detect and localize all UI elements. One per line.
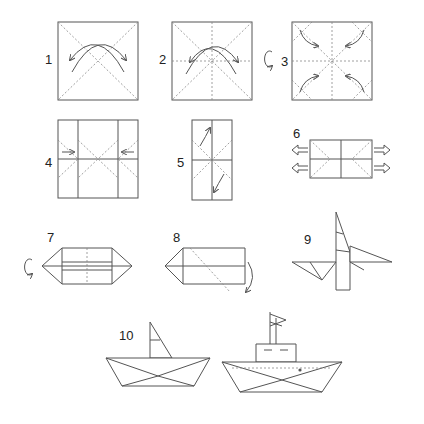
turn-over-symbol-part xyxy=(265,51,272,67)
step-1-square-part xyxy=(58,22,138,100)
step-9-sail-part xyxy=(292,262,336,280)
step-9-sail xyxy=(292,212,392,290)
step-number-holder: 1 xyxy=(44,50,53,68)
step-number-holder: 3 xyxy=(280,52,289,70)
step-1-square-part xyxy=(70,45,124,72)
step-5-folded-strip xyxy=(192,120,232,200)
step-5-folded-strip-part xyxy=(214,174,224,192)
step-8-fold-part xyxy=(190,248,230,292)
step-9-sail-part xyxy=(336,212,350,290)
step-number: 4 xyxy=(44,155,53,170)
step-number-holder: 7 xyxy=(46,228,55,246)
step-10-boat-part xyxy=(106,358,210,386)
step-6-pull-out-part xyxy=(310,140,372,178)
step-number: 8 xyxy=(172,230,181,245)
step-7-hexagon-part xyxy=(87,248,88,284)
turn-over-symbol xyxy=(25,259,32,275)
step-5-folded-strip-part xyxy=(192,120,232,200)
finished-boat-part xyxy=(270,314,286,326)
step-3-square xyxy=(292,22,372,100)
step-2-square-part xyxy=(190,49,236,74)
step-10-boat xyxy=(106,322,210,386)
step-10-boat-part xyxy=(106,358,210,386)
step-number: 1 xyxy=(44,52,53,67)
step-1-square-part xyxy=(58,22,138,100)
step-3-square-part xyxy=(300,76,318,92)
step-8-fold xyxy=(165,248,253,292)
step-5-folded-strip-part xyxy=(192,120,232,200)
step-4-square-part xyxy=(58,140,138,178)
step-5-folded-strip-part xyxy=(192,140,232,180)
step-4-square-part xyxy=(122,152,134,153)
step-number: 7 xyxy=(46,230,55,245)
step-9-sail-part xyxy=(336,232,350,252)
finished-boat-part xyxy=(298,368,301,371)
finished-boat-part xyxy=(264,350,288,351)
finished-boat-part xyxy=(256,344,296,362)
step-number-holder: 4 xyxy=(44,153,53,171)
step-3-square-part xyxy=(346,30,364,46)
step-number: 9 xyxy=(303,232,312,247)
step-6-pull-out-part xyxy=(374,163,390,173)
step-9-sail-part xyxy=(350,246,392,262)
step-4-square-part xyxy=(58,120,138,198)
step-7-hexagon-part xyxy=(42,248,132,284)
step-3-square-part xyxy=(292,22,372,100)
step-3-square-part xyxy=(292,22,372,100)
step-5-folded-strip-part xyxy=(200,128,210,146)
step-number-holder: 8 xyxy=(172,228,181,246)
step-4-square-part xyxy=(62,152,74,153)
turn-over-symbol xyxy=(265,51,272,67)
finished-boat-part xyxy=(232,368,330,369)
step-number-holder: 6 xyxy=(292,124,301,142)
step-number: 5 xyxy=(176,155,185,170)
finished-boat-part xyxy=(270,322,282,326)
step-3-square-part xyxy=(346,76,364,92)
step-10-boat-part xyxy=(150,322,172,358)
step-9-sail-part xyxy=(310,262,364,280)
step-6-pull-out xyxy=(292,140,390,178)
step-number-holder: 10 xyxy=(118,326,134,344)
step-8-fold-part xyxy=(165,248,245,284)
step-7-hexagon xyxy=(42,248,132,284)
step-2-square-part xyxy=(186,47,238,74)
step-2-square-part xyxy=(172,22,252,100)
step-2-square-part xyxy=(172,22,252,100)
step-number-holder: 2 xyxy=(158,50,167,68)
step-8-fold-part xyxy=(246,262,253,292)
step-1-square-part xyxy=(72,45,126,72)
step-3-square-part xyxy=(292,22,372,100)
step-6-pull-out-part xyxy=(310,140,372,178)
step-6-pull-out-part xyxy=(310,140,372,178)
finished-boat xyxy=(222,312,342,392)
step-6-pull-out-part xyxy=(292,145,308,155)
step-number: 2 xyxy=(158,52,167,67)
step-3-square-part xyxy=(300,30,318,46)
step-number-holder: 5 xyxy=(176,153,185,171)
step-number: 3 xyxy=(280,54,289,69)
step-6-pull-out-part xyxy=(292,163,308,173)
step-10-boat-part xyxy=(150,340,160,341)
step-4-square xyxy=(58,120,138,198)
step-8-fold-part xyxy=(165,248,245,284)
step-4-square-part xyxy=(58,120,138,198)
step-2-square xyxy=(172,22,252,100)
finished-boat-part xyxy=(222,362,342,392)
step-number: 6 xyxy=(292,126,301,141)
step-6-pull-out-part xyxy=(374,145,390,155)
step-number: 10 xyxy=(118,328,134,343)
turn-over-symbol-part xyxy=(25,259,32,275)
step-number-holder: 9 xyxy=(303,230,312,248)
finished-boat-part xyxy=(222,362,342,392)
step-7-hexagon-part xyxy=(42,248,132,284)
step-1-square xyxy=(58,22,138,100)
